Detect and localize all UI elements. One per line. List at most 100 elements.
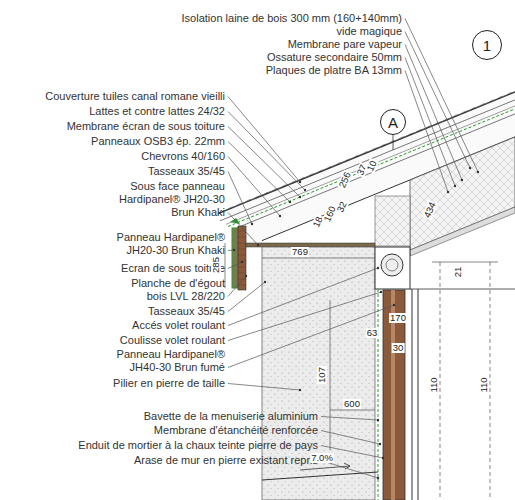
leader-dot: [379, 443, 381, 445]
dimension-line: [432, 262, 498, 263]
tile-curve: [361, 151, 370, 155]
leader-line: [228, 112, 305, 191]
part-label: Planche de d'égout bois LVL 28/220: [123, 277, 225, 303]
leader-dot: [299, 389, 301, 391]
leader-dot: [477, 171, 479, 173]
shutter-box: [375, 247, 410, 289]
leader-dot: [377, 419, 379, 421]
tile-curve: [478, 103, 487, 107]
leader-line: [228, 305, 394, 368]
part-label: Membrane d'étanchéité renforcée: [154, 424, 318, 437]
membrane: [378, 289, 379, 500]
part-label: Membrane pare vapeur: [288, 38, 402, 51]
leader-dot: [469, 167, 471, 169]
leader-dot: [289, 201, 291, 203]
frame-line: [412, 289, 413, 500]
tile-curve: [487, 100, 496, 104]
leader-line: [321, 461, 378, 479]
section-callout: A: [380, 109, 406, 135]
part-label: Lattes et contre lattes 24/32: [89, 105, 225, 118]
leader-dot: [241, 261, 243, 263]
leader-dot: [377, 477, 379, 479]
leader-line: [228, 292, 381, 341]
dimension: 30: [392, 343, 405, 353]
part-label: Sous face panneau Hardipanel® JH20-30 Br…: [117, 180, 225, 219]
dimension: 107: [317, 366, 327, 384]
leader-line: [321, 431, 380, 445]
tile-curve: [244, 199, 253, 203]
dimension: 285: [211, 256, 221, 274]
roller-core: [386, 259, 398, 271]
leader-dot: [299, 196, 301, 198]
leader-line: [228, 157, 280, 217]
dimension: 256: [337, 170, 353, 190]
tile-curve: [397, 137, 406, 141]
dimension-line: [490, 262, 491, 500]
tile-curve: [415, 129, 424, 133]
tile-curve: [406, 133, 415, 137]
dimension: 600: [343, 399, 361, 409]
part-label: Accés volet roulant: [132, 319, 225, 332]
leader-line: [228, 282, 265, 312]
leader-line: [228, 142, 290, 203]
part-label: Isolation laine de bois 300 mm (160+140m…: [182, 12, 402, 25]
leader-dot: [257, 244, 259, 246]
leader-line: [405, 32, 470, 169]
part-label: Panneau Hardipanel® JH40-30 Brun fumé: [113, 348, 225, 374]
dimension: 110: [479, 376, 489, 393]
tile-curve: [334, 162, 343, 166]
dimension: 10: [365, 158, 379, 174]
part-label: Tasseaux 35/45: [148, 305, 225, 318]
gutter-edge: [230, 218, 240, 224]
callout-text: 1: [483, 37, 491, 54]
leader-line: [228, 276, 246, 297]
dimension: 434: [422, 200, 438, 220]
part-label: vide magique: [337, 25, 402, 38]
tile-curve: [370, 148, 379, 152]
part-label: Couverture tuiles canal romane vieilli: [45, 90, 225, 103]
dimension-line: [440, 262, 441, 500]
section-mark: [393, 135, 394, 150]
tile-curve: [325, 166, 334, 170]
dimension: 7.0%: [310, 453, 334, 463]
leader-line: [405, 71, 448, 193]
leader-dot: [377, 267, 379, 269]
part-label: Tasseaux 35/45: [148, 165, 225, 178]
leader-dot: [461, 179, 463, 181]
leader-dot: [454, 185, 456, 187]
dimension: 769: [291, 247, 309, 257]
tile-curve: [460, 111, 469, 115]
tile-curve: [262, 192, 271, 196]
leader-dot: [233, 249, 235, 251]
leader-dot: [380, 291, 382, 293]
dimension: 21: [453, 266, 463, 279]
part-label: Panneau Hardipanel® JH20-30 Brun Khaki: [113, 231, 225, 257]
part-label: Pilier en pierre de taille: [113, 377, 225, 390]
soffit: [246, 243, 375, 247]
leader-dot: [245, 275, 247, 277]
leader-dot: [279, 215, 281, 217]
head-line: [410, 289, 515, 290]
section-callout: 1: [472, 30, 502, 60]
part-label: Membrane écran de sous toiture: [67, 120, 225, 133]
dimension-line: [330, 300, 331, 450]
sill: [262, 472, 378, 480]
tile-curve: [352, 155, 361, 159]
dimension-line: [262, 258, 375, 259]
tile-curve: [379, 144, 388, 148]
fascia-panel: [232, 228, 238, 288]
part-label: Panneaux OSB3 ép. 22mm: [91, 135, 225, 148]
part-label: Ossature secondaire 50mm: [267, 51, 402, 64]
tile-curve: [388, 140, 397, 144]
leader-line: [228, 127, 300, 198]
leader-line: [321, 417, 378, 421]
leader-dot: [447, 191, 449, 193]
tile-curve: [307, 173, 316, 177]
leader-line: [405, 45, 462, 181]
wall-top-insulation: [375, 196, 410, 246]
part-label: Ecran de sous toiture: [121, 262, 225, 275]
leader-line: [405, 19, 478, 173]
tile-curve: [505, 92, 514, 96]
